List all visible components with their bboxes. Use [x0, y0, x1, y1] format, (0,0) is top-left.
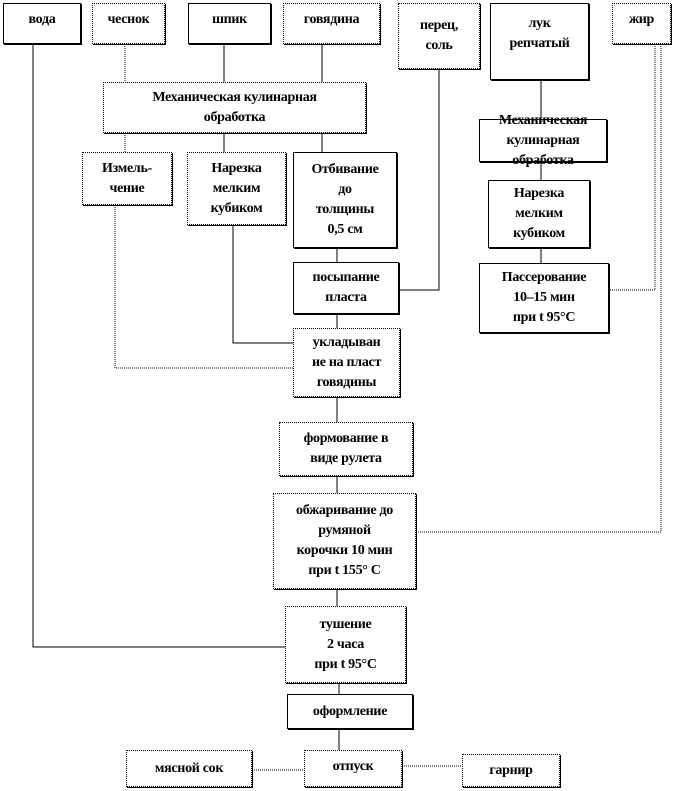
ingredient-fat: жир — [612, 3, 671, 44]
connector-fat-frying — [416, 44, 662, 533]
step-dicing-onion: Нарезка мелким кубиком — [488, 180, 590, 248]
step-sprinkling: посыпание пласта — [293, 262, 399, 314]
connector-dicing-laying — [232, 225, 293, 344]
connector-fat-sauteing — [609, 44, 656, 291]
ingredient-onion: лук репчатый — [490, 3, 589, 80]
step-decorating: оформление — [287, 694, 413, 729]
step-sauteing: Пассерование 10–15 мин при t 95°С — [479, 263, 609, 333]
step-forming: формование в виде рулета — [279, 422, 413, 476]
item-garnish: гарнир — [462, 754, 560, 787]
step-frying: обжаривание до румяной корочки 10 мин пр… — [273, 493, 416, 589]
item-meat-juice: мясной сок — [126, 750, 252, 787]
step-dicing-lard: Нарезка мелким кубиком — [187, 152, 286, 225]
ingredient-lard: шпик — [188, 3, 271, 44]
step-mechanical-processing: Механическая кулинарная обработка — [103, 82, 366, 133]
step-mechanical-processing-onion: Механическая кулинарная обработка — [479, 113, 607, 168]
step-pounding: Отбивание до толщины 0,5 см — [293, 152, 397, 248]
connector-pepper-sprinkling — [399, 69, 440, 291]
step-stewing: тушение 2 часа при t 95°С — [285, 606, 406, 683]
ingredient-beef: говядина — [283, 3, 380, 44]
step-laying: укладыван ие на пласт говядины — [293, 328, 400, 397]
connector-water-stewing — [32, 44, 286, 648]
ingredient-water: вода — [3, 3, 81, 44]
ingredient-pepper-salt: перец, соль — [398, 3, 480, 69]
step-serving: отпуск — [304, 750, 402, 787]
step-chopping: Измель- чение — [82, 152, 172, 205]
connector-chopping-laying — [114, 205, 293, 369]
ingredient-garlic: чеснок — [92, 3, 165, 44]
